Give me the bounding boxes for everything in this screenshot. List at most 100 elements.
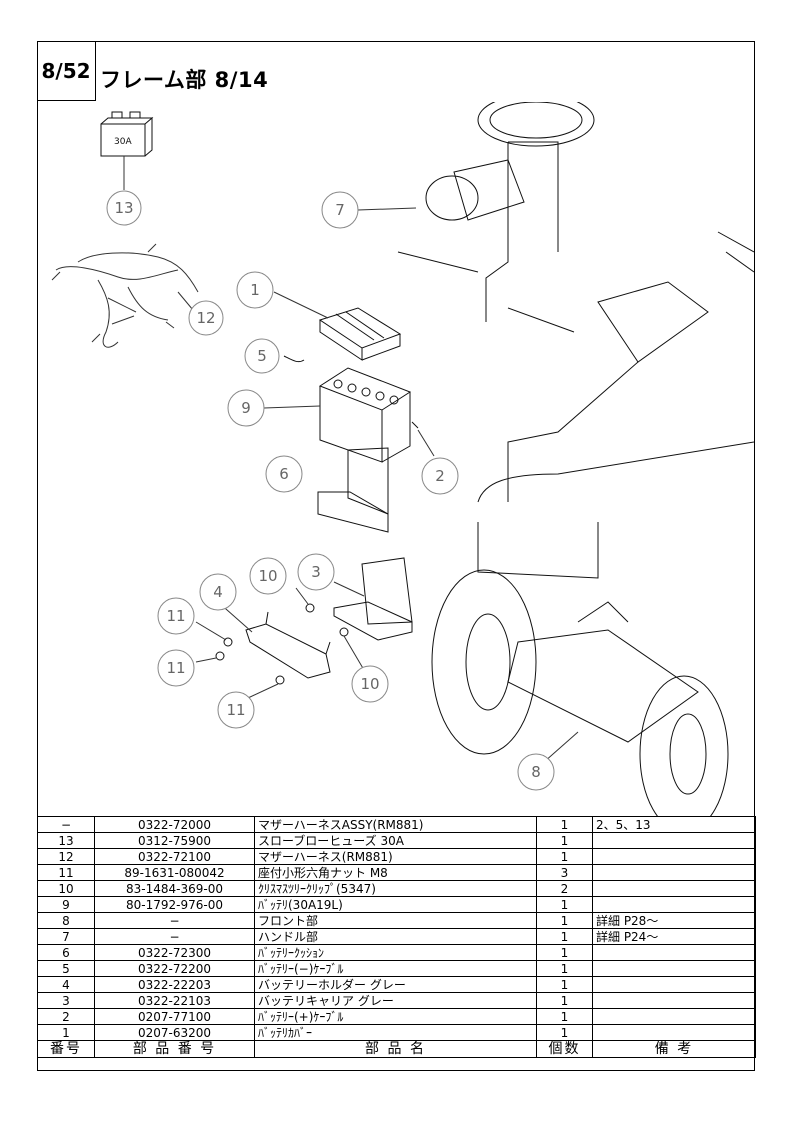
cell-part-no: − bbox=[94, 928, 255, 945]
callout-4: 4 bbox=[199, 573, 237, 611]
svg-text:7: 7 bbox=[335, 201, 345, 219]
cell-no: 3 bbox=[37, 992, 95, 1009]
clip-a-drawing bbox=[305, 603, 315, 613]
cell-no: 11 bbox=[37, 864, 95, 881]
page-number: 8/52 bbox=[37, 41, 96, 101]
callout-9: 9 bbox=[227, 389, 265, 427]
svg-text:5: 5 bbox=[257, 347, 267, 365]
cell-name: ﾊﾞｯﾃﾘｰ(−)ｹｰﾌﾞﾙ bbox=[254, 960, 537, 977]
callout-10b: 10 bbox=[351, 665, 389, 703]
harness-drawing bbox=[51, 243, 199, 348]
cell-name: マザーハーネスASSY(RM881) bbox=[254, 816, 537, 833]
cell-qty: 1 bbox=[536, 976, 593, 993]
header-remarks: 備 考 bbox=[592, 1040, 756, 1058]
fuse-rating-label: 30A bbox=[114, 137, 132, 147]
svg-text:13: 13 bbox=[114, 199, 133, 217]
svg-text:10: 10 bbox=[258, 567, 277, 585]
svg-text:12: 12 bbox=[196, 309, 215, 327]
svg-text:8: 8 bbox=[531, 763, 541, 781]
cell-remarks bbox=[592, 1008, 756, 1025]
cell-no: 7 bbox=[37, 928, 95, 945]
cell-no: 12 bbox=[37, 848, 95, 865]
cell-no: 4 bbox=[37, 976, 95, 993]
cell-no: 13 bbox=[37, 832, 95, 849]
cell-remarks: 2、5、13 bbox=[592, 816, 756, 833]
callout-10a: 10 bbox=[249, 557, 287, 595]
cell-qty: 3 bbox=[536, 864, 593, 881]
cell-name: ﾊﾞｯﾃﾘｶﾊﾞｰ bbox=[254, 1024, 537, 1041]
callout-7: 7 bbox=[321, 191, 359, 229]
cell-part-no: 0207-77100 bbox=[94, 1008, 255, 1025]
cell-qty: 1 bbox=[536, 960, 593, 977]
cell-remarks bbox=[592, 976, 756, 993]
cell-remarks bbox=[592, 992, 756, 1009]
cell-qty: 1 bbox=[536, 896, 593, 913]
cell-remarks bbox=[592, 896, 756, 913]
cell-qty: 1 bbox=[536, 944, 593, 961]
svg-text:1: 1 bbox=[250, 281, 260, 299]
cell-no: 6 bbox=[37, 944, 95, 961]
callout-11c: 11 bbox=[217, 691, 255, 729]
header-part-no: 部 品 番 号 bbox=[94, 1040, 255, 1058]
cell-no: 10 bbox=[37, 880, 95, 897]
battery-carrier-drawing bbox=[333, 557, 413, 641]
header-name: 部 品 名 bbox=[254, 1040, 537, 1058]
callout-1: 1 bbox=[236, 271, 274, 309]
callout-6: 6 bbox=[265, 455, 303, 493]
exploded-parts-diagram: 30A bbox=[51, 102, 754, 816]
cell-remarks bbox=[592, 848, 756, 865]
pos-cable-drawing bbox=[411, 421, 419, 429]
cell-name: マザーハーネス(RM881) bbox=[254, 848, 537, 865]
cell-qty: 1 bbox=[536, 848, 593, 865]
header-no: 番号 bbox=[37, 1040, 95, 1058]
handle-assembly-drawing bbox=[397, 102, 595, 333]
callout-13: 13 bbox=[106, 190, 142, 226]
cell-remarks: 詳細 P24〜 bbox=[592, 928, 756, 945]
cell-part-no: 0322-72100 bbox=[94, 848, 255, 865]
cell-remarks bbox=[592, 1024, 756, 1041]
cell-no: 9 bbox=[37, 896, 95, 913]
callout-12: 12 bbox=[188, 300, 224, 336]
cell-part-no: 0322-72200 bbox=[94, 960, 255, 977]
cell-no: − bbox=[37, 816, 95, 833]
svg-text:11: 11 bbox=[226, 701, 245, 719]
cell-qty: 1 bbox=[536, 912, 593, 929]
svg-text:6: 6 bbox=[279, 465, 289, 483]
cell-remarks bbox=[592, 944, 756, 961]
cell-part-no: 80-1792-976-00 bbox=[94, 896, 255, 913]
callout-8: 8 bbox=[517, 753, 555, 791]
cell-part-no: 89-1631-080042 bbox=[94, 864, 255, 881]
cell-name: スローブローヒューズ 30A bbox=[254, 832, 537, 849]
battery-cushion-drawing bbox=[317, 447, 389, 533]
svg-text:11: 11 bbox=[166, 659, 185, 677]
cell-qty: 1 bbox=[536, 1008, 593, 1025]
cell-name: バッテリキャリア グレー bbox=[254, 992, 537, 1009]
svg-text:3: 3 bbox=[311, 563, 321, 581]
cell-no: 2 bbox=[37, 1008, 95, 1025]
table-header-row: 番号 部 品 番 号 部 品 名 個数 備 考 bbox=[37, 1040, 756, 1058]
cell-name: ﾊﾞｯﾃﾘｰ(+)ｹｰﾌﾞﾙ bbox=[254, 1008, 537, 1025]
header-qty: 個数 bbox=[536, 1040, 593, 1058]
battery-holder-drawing bbox=[245, 611, 331, 679]
cell-part-no: 83-1484-369-00 bbox=[94, 880, 255, 897]
cell-part-no: 0322-72000 bbox=[94, 816, 255, 833]
page-frame bbox=[37, 41, 755, 1071]
svg-text:4: 4 bbox=[213, 583, 223, 601]
battery-drawing bbox=[318, 367, 412, 463]
cell-part-no: 0322-22103 bbox=[94, 992, 255, 1009]
cell-part-no: 0322-72300 bbox=[94, 944, 255, 961]
cell-name: ｸﾘｽﾏｽﾂﾘｰｸﾘｯﾌﾟ(5347) bbox=[254, 880, 537, 897]
cell-qty: 1 bbox=[536, 992, 593, 1009]
svg-text:2: 2 bbox=[435, 467, 445, 485]
clip-b-drawing bbox=[339, 627, 349, 637]
